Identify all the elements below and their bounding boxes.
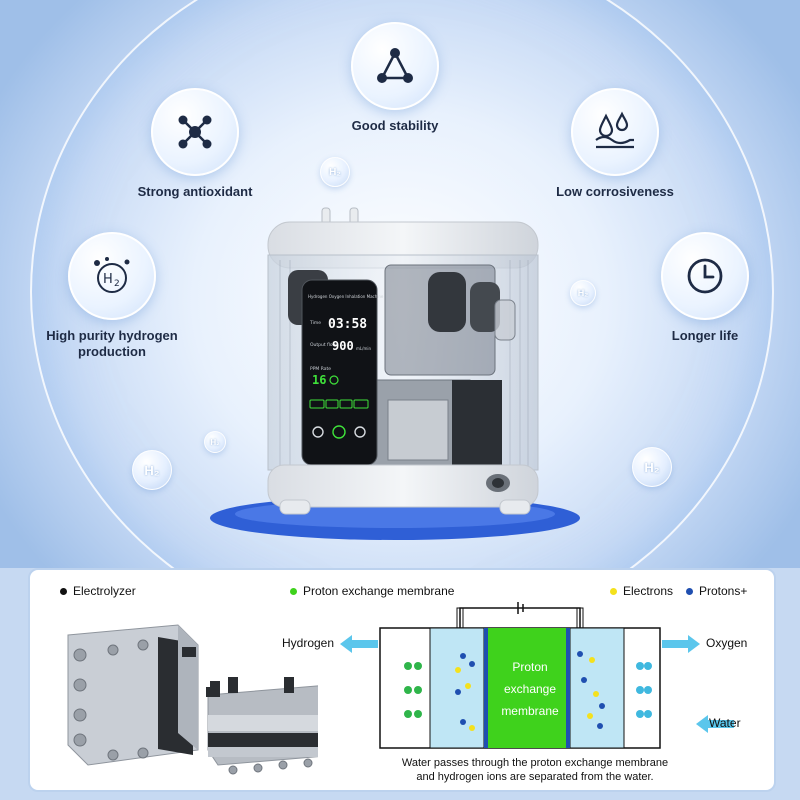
hero-section: Good stability Strong antioxidant Low co… <box>0 0 800 568</box>
electrolyzer-stack-illustration <box>67 624 318 775</box>
caption-line1: Water passes through the proton exchange… <box>401 757 669 769</box>
legend-electrons-label: Electrons <box>623 584 674 598</box>
h2-bubble: H₂ <box>632 447 672 487</box>
feature-good-stability: Good stability <box>335 22 455 134</box>
screen-output-value: 900 <box>332 339 354 353</box>
hydrogen-label: Hydrogen <box>282 636 335 650</box>
legend-electrolyzer: Electrolyzer <box>60 584 136 598</box>
legend-electrons: Electrons <box>610 584 673 598</box>
legend-dot-yellow <box>610 587 617 595</box>
hydrogen-machine-illustration: Hydrogen Oxygen Inhalation Machine Time … <box>210 200 580 545</box>
water-label: Water <box>709 716 741 730</box>
electrolysis-diagram-panel: Electrolyzer Proton exchange membrane El… <box>28 568 776 792</box>
feature-label-purity-line2: production <box>78 344 146 359</box>
feature-label-life: Longer life <box>671 328 739 343</box>
svg-text:2: 2 <box>114 279 120 289</box>
legend-dot-black <box>60 587 67 595</box>
legend-protons: Protons+ <box>686 584 747 598</box>
legend-membrane-label: Proton exchange membrane <box>303 584 455 598</box>
legend-dot-blue <box>686 587 693 595</box>
diagram-caption: Water passes through the proton exchange… <box>370 756 700 784</box>
feature-low-corrosiveness: Low corrosiveness <box>540 88 690 200</box>
feature-longer-life: Longer life <box>640 232 770 344</box>
molecule-icon <box>151 88 239 176</box>
caption-line2: and hydrogen ions are separated from the… <box>416 771 654 783</box>
membrane-label: Proton exchange membrane <box>490 656 570 722</box>
legend-protons-label: Protons+ <box>699 584 748 598</box>
screen-output-unit: mL/min <box>356 346 371 351</box>
feature-label-purity-line1: High purity hydrogen <box>46 328 178 343</box>
screen-level-label: PPM Rate <box>310 366 331 372</box>
triangle-nodes-icon <box>351 22 439 110</box>
h2-bubble: H₂ <box>320 157 350 187</box>
screen-output-label: Output flow <box>310 342 337 348</box>
legend-membrane: Proton exchange membrane <box>290 584 454 598</box>
legend-dot-green <box>290 587 297 595</box>
electrolysis-cell-diagram <box>340 602 734 749</box>
water-drops-icon <box>571 88 659 176</box>
screen-time-label: Time <box>309 320 321 326</box>
feature-label-stability: Good stability <box>351 118 439 133</box>
screen-title: Hydrogen Oxygen Inhalation Machine <box>308 294 384 299</box>
oxygen-label: Oxygen <box>706 636 748 650</box>
feature-strong-antioxidant: Strong antioxidant <box>120 88 270 200</box>
screen-time-value: 03:58 <box>328 317 367 332</box>
feature-label-purity: High purity hydrogen production <box>22 328 202 360</box>
membrane-label-line1: Proton <box>512 660 548 674</box>
feature-label-corrosive: Low corrosiveness <box>556 184 674 199</box>
h2-bubble: H₂ <box>132 450 172 490</box>
membrane-label-line3: membrane <box>501 704 559 718</box>
feature-label-antioxidant: Strong antioxidant <box>137 184 253 199</box>
membrane-label-line2: exchange <box>503 682 557 696</box>
h2-bubble: H₂ <box>570 280 596 306</box>
legend-electrolyzer-label: Electrolyzer <box>73 584 136 598</box>
svg-text:H: H <box>103 272 113 287</box>
h2-bubble: H₂ <box>204 431 226 453</box>
clock-icon <box>661 232 749 320</box>
large-bubble-outline <box>30 0 774 568</box>
screen-level-value: 16 <box>312 373 326 387</box>
